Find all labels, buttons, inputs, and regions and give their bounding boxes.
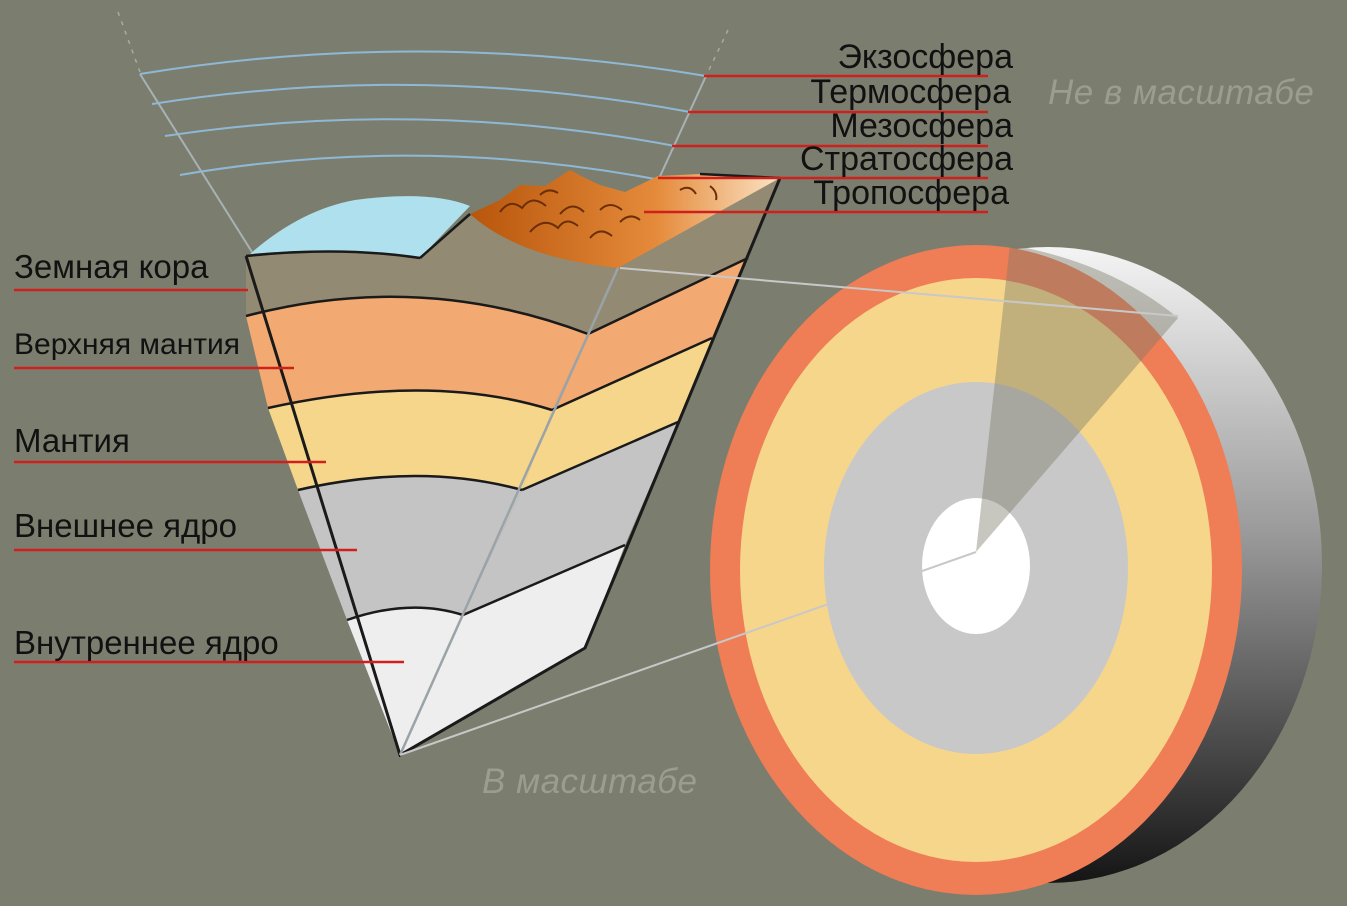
wedge-guide-left xyxy=(118,12,140,72)
label-crust: Земная кора xyxy=(14,250,208,283)
label-thermosphere: Термосфера xyxy=(810,75,1011,109)
exosphere-arc xyxy=(140,51,706,76)
label-mesosphere: Мезосфера xyxy=(830,109,1013,143)
label-mantle: Мантия xyxy=(14,424,130,457)
label-upper-mantle: Верхняя мантия xyxy=(14,330,240,360)
thermosphere-arc xyxy=(152,85,690,112)
mesosphere-arc xyxy=(165,119,675,146)
label-outer-core: Внешнее ядро xyxy=(14,509,237,542)
note-to-scale: В масштабе xyxy=(482,762,697,802)
stratosphere-arc xyxy=(180,156,660,180)
wedge-guide-right xyxy=(706,30,728,76)
label-troposphere: Тропосфера xyxy=(813,176,1009,210)
label-exosphere: Экзосфера xyxy=(837,40,1013,74)
label-stratosphere: Стратосфера xyxy=(800,142,1013,176)
note-not-to-scale: Не в масштабе xyxy=(1048,73,1314,113)
label-inner-core: Внутреннее ядро xyxy=(14,626,279,659)
